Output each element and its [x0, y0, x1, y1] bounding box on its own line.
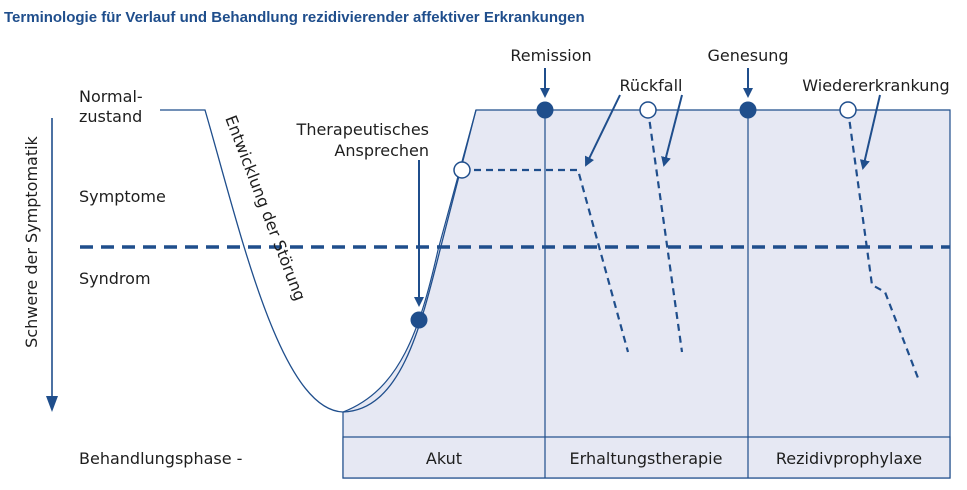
phase-maintenance: Erhaltungstherapie: [570, 449, 723, 468]
relapse-path-2: [646, 109, 684, 353]
treatment-area: [342, 109, 951, 479]
curve-label: Entwicklung der Störung: [221, 113, 309, 304]
marker-partial: [453, 161, 471, 179]
level-syndrom: Syndrom: [79, 269, 151, 288]
label-recovery: Genesung: [708, 46, 789, 65]
marker-remission: [536, 101, 554, 119]
y-axis-label: Schwere der Symptomatik: [22, 135, 41, 347]
relapse-arrow-1: [584, 94, 621, 167]
phase-label: Behandlungsphase -: [79, 449, 242, 468]
marker-response: [410, 311, 428, 329]
recurrence-path: [846, 109, 920, 379]
marker-relapse: [639, 101, 657, 119]
label-remission: Remission: [510, 46, 591, 65]
phase-prophylaxis: Rezidivprophylaxe: [776, 449, 922, 468]
marker-recurrence: [839, 101, 857, 119]
marker-recovery: [739, 101, 757, 119]
label-response-line1: Therapeutisches: [296, 120, 429, 139]
phase-acute: Akut: [426, 449, 462, 468]
diagram-title: Terminologie für Verlauf und Behandlung …: [4, 9, 585, 26]
level-normal-line2: zustand: [79, 107, 142, 126]
relapse-path-1: [462, 168, 630, 353]
y-axis-arrowhead: [46, 396, 58, 412]
level-symptome: Symptome: [79, 187, 166, 206]
phase-bar: [342, 436, 951, 479]
relapse-arrow-2: [661, 94, 683, 167]
label-recurrence: Wiedererkrankung: [802, 76, 949, 95]
label-response-line2: Ansprechen: [334, 141, 429, 160]
level-normal-line1: Normal-: [79, 87, 143, 106]
label-relapse: Rückfall: [620, 76, 683, 95]
recurrence-arrow: [859, 94, 881, 170]
